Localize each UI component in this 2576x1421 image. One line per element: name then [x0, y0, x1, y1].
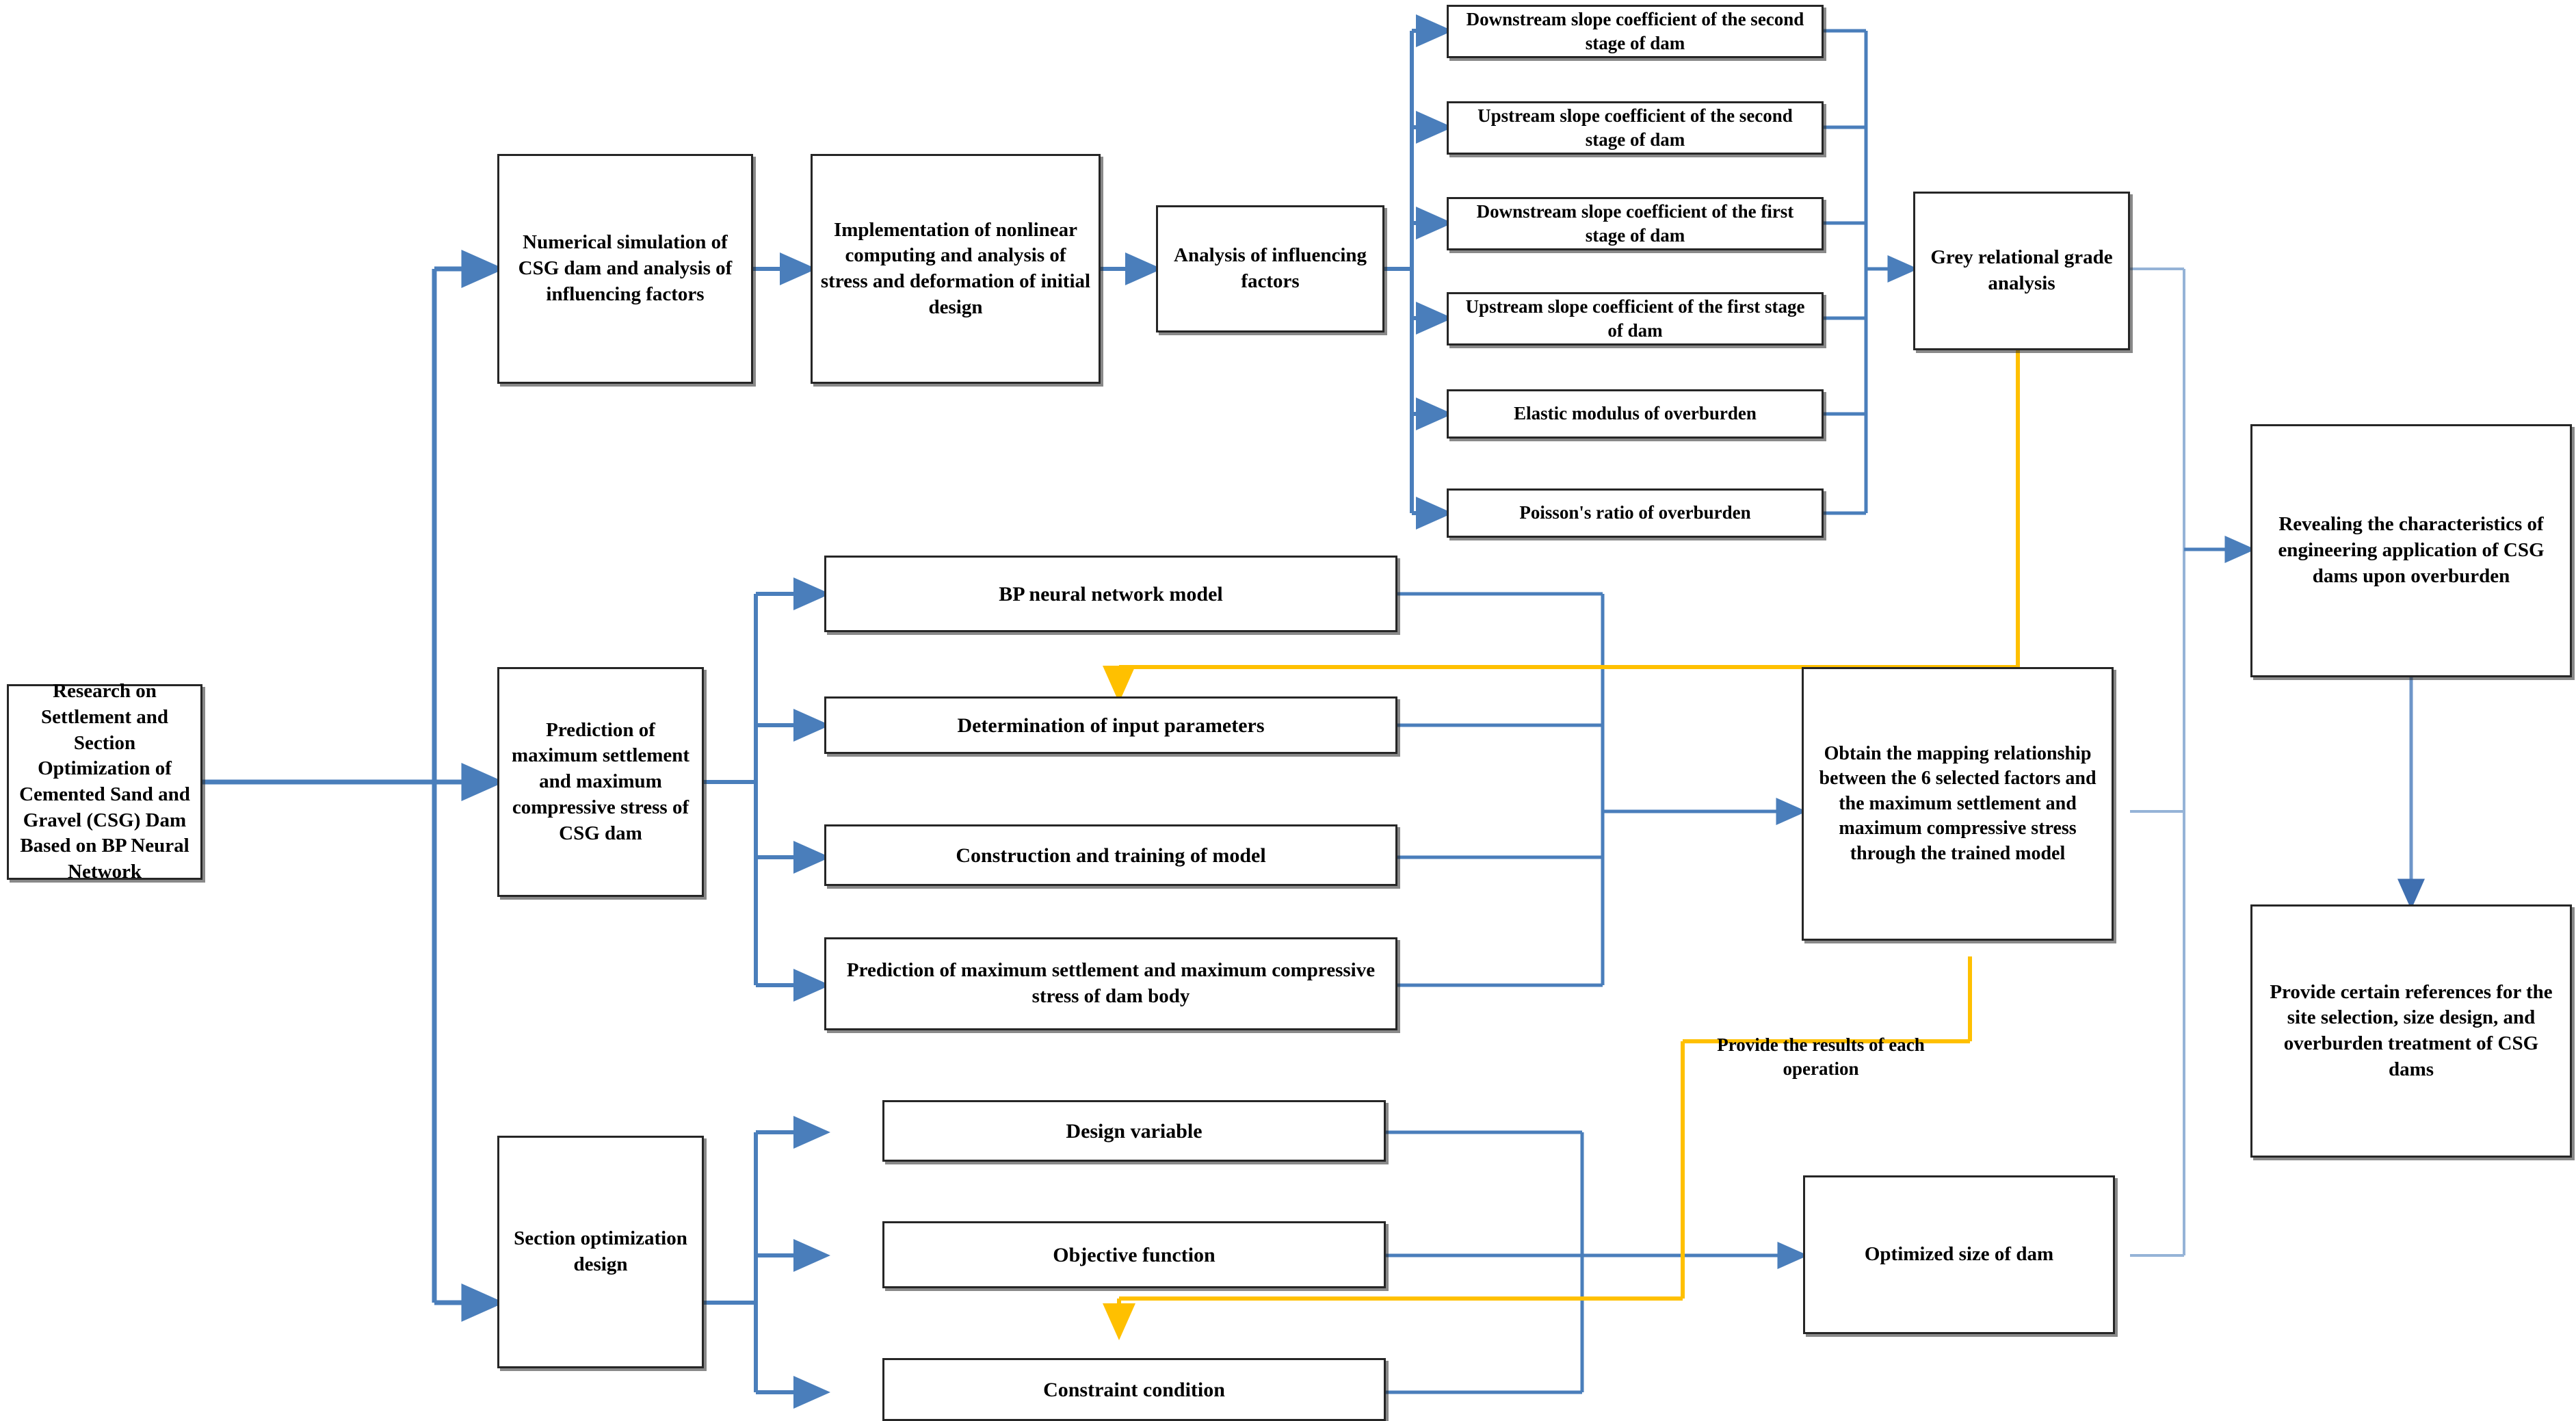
- node-label: Section optimization design: [514, 1227, 687, 1275]
- node-label: Analysis of influencing factors: [1174, 244, 1367, 292]
- node-provide-references[interactable]: Provide certain references for the site …: [2250, 904, 2572, 1158]
- node-nonlinear-implementation[interactable]: Implementation of nonlinear computing an…: [811, 154, 1101, 384]
- node-label: Revealing the characteristics of enginee…: [2278, 513, 2545, 587]
- node-label: Determination of input parameters: [957, 714, 1265, 737]
- node-factor-2[interactable]: Upstream slope coefficient of the second…: [1447, 101, 1824, 155]
- node-label: Numerical simulation of CSG dam and anal…: [518, 231, 733, 305]
- node-label: Upstream slope coefficient of the second…: [1477, 105, 1793, 150]
- node-label: Obtain the mapping relationship between …: [1819, 743, 2097, 864]
- node-label: Objective function: [1053, 1243, 1215, 1266]
- node-label: Prediction of maximum settlement and max…: [511, 718, 690, 844]
- feedback-mapping-to-constraint: [1103, 956, 1972, 1340]
- node-label: Downstream slope coefficient of the firs…: [1476, 200, 1794, 246]
- node-numerical-simulation[interactable]: Numerical simulation of CSG dam and anal…: [497, 154, 753, 384]
- outcome-merge: [2130, 268, 2185, 1257]
- feedback-annotation-label: Provide the results of each operation: [1677, 1033, 1964, 1081]
- node-label: Provide certain references for the site …: [2270, 980, 2553, 1080]
- node-design-variable[interactable]: Design variable: [882, 1100, 1386, 1162]
- node-label: Construction and training of model: [956, 844, 1266, 867]
- node-analysis-of-factors[interactable]: Analysis of influencing factors: [1156, 205, 1384, 333]
- node-label: Downstream slope coefficient of the seco…: [1466, 8, 1804, 53]
- stage3-fanout: [704, 1116, 830, 1409]
- node-optimized-size-of-dam[interactable]: Optimized size of dam: [1803, 1175, 2115, 1334]
- node-prediction-of-dam-body[interactable]: Prediction of maximum settlement and max…: [824, 937, 1397, 1030]
- node-label: Upstream slope coefficient of the first …: [1465, 296, 1805, 341]
- node-label: Grey relational grade analysis: [1930, 246, 2113, 294]
- factors-fanout: [1384, 14, 1453, 530]
- stage2-fanout: [704, 577, 830, 1002]
- node-revealing-characteristics[interactable]: Revealing the characteristics of enginee…: [2250, 424, 2572, 677]
- node-prediction-group[interactable]: Prediction of maximum settlement and max…: [497, 667, 704, 897]
- node-factor-3[interactable]: Downstream slope coefficient of the firs…: [1447, 197, 1824, 250]
- node-bp-neural-network-model[interactable]: BP neural network model: [824, 556, 1397, 632]
- node-factor-4[interactable]: Upstream slope coefficient of the first …: [1447, 292, 1824, 346]
- node-determination-of-input-parameters[interactable]: Determination of input parameters: [824, 696, 1397, 754]
- node-label: Elastic modulus of overburden: [1514, 403, 1757, 424]
- node-label: Research on Settlement and Section Optim…: [19, 680, 190, 883]
- node-research-topic[interactable]: Research on Settlement and Section Optim…: [7, 680, 202, 883]
- node-objective-function[interactable]: Objective function: [882, 1221, 1386, 1288]
- node-label: Design variable: [1066, 1119, 1202, 1143]
- node-label: Constraint condition: [1043, 1378, 1225, 1401]
- node-section-optimization-design[interactable]: Section optimization design: [497, 1136, 704, 1368]
- node-construction-and-training[interactable]: Construction and training of model: [824, 824, 1397, 886]
- node-label: Poisson's ratio of overburden: [1519, 502, 1751, 523]
- node-label: BP neural network model: [999, 582, 1223, 605]
- node-label: Optimized size of dam: [1864, 1243, 2054, 1266]
- factors-fanin: [1824, 29, 1919, 515]
- node-constraint-condition[interactable]: Constraint condition: [882, 1358, 1386, 1421]
- annotation-text: Provide the results of each operation: [1717, 1034, 1925, 1080]
- stage2-fanin: [1397, 592, 1807, 987]
- stage3-fanin: [1386, 1130, 1809, 1394]
- node-factor-1[interactable]: Downstream slope coefficient of the seco…: [1447, 5, 1824, 58]
- node-label: Implementation of nonlinear computing an…: [820, 218, 1091, 318]
- node-grey-relational-analysis[interactable]: Grey relational grade analysis: [1913, 192, 2130, 350]
- node-factor-5[interactable]: Elastic modulus of overburden: [1447, 389, 1824, 439]
- node-mapping-result[interactable]: Obtain the mapping relationship between …: [1802, 667, 2114, 941]
- node-factor-6[interactable]: Poisson's ratio of overburden: [1447, 488, 1824, 538]
- node-label: Prediction of maximum settlement and max…: [846, 959, 1376, 1007]
- main-left-trunk: [202, 250, 505, 1322]
